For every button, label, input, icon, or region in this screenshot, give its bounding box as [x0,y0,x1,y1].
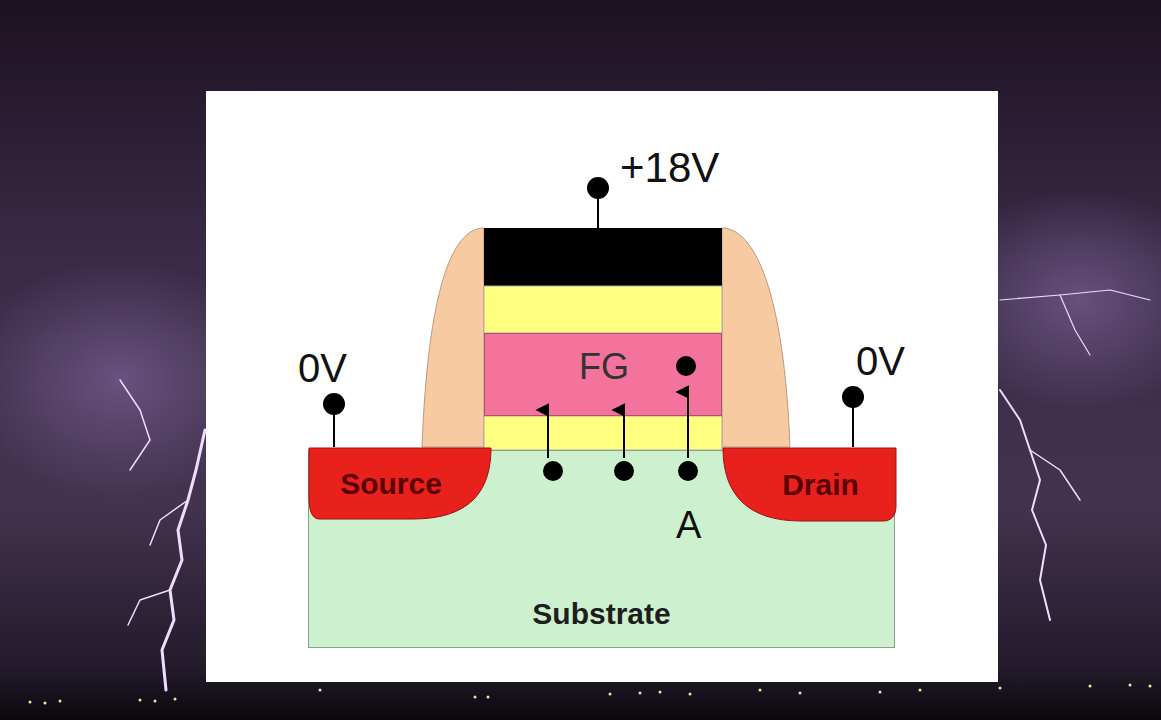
interpoly-oxide [484,286,722,333]
region-label: Drain [782,470,859,500]
region-label: Substrate [532,599,670,629]
gate-spacer [722,228,790,447]
drain-region-shape [723,448,896,521]
drain-region: Drain [723,448,896,521]
tunneling-arrow [547,410,549,458]
source-terminal [323,393,345,415]
trapped-electron [676,356,696,376]
source-terminal-wire [333,412,335,447]
lightning-branch [120,380,150,470]
lightning-branch [128,590,170,625]
lightning-branch [1000,290,1150,300]
tunneling-arrow [687,392,689,458]
drain-terminal [842,386,864,408]
source-region-shape [309,448,491,519]
voltage-label: 0V [856,341,905,381]
electron [678,461,698,481]
gate-terminal-wire [597,198,599,228]
source-region: Source [309,448,491,519]
electron [614,461,634,481]
electron [543,461,563,481]
tunneling-arrow [623,410,625,458]
lightning-branch [1030,450,1080,500]
white-panel [206,91,998,682]
lightning-bolt [162,430,205,690]
gate-spacer [422,228,484,447]
voltage-label: 0V [298,348,347,388]
point-label: A [676,506,701,544]
region-label: FG [579,349,629,385]
substrate-region: Substrate Source Drain [308,450,895,648]
lightning-bolt [1000,390,1050,620]
voltage-label: +18V [620,147,719,189]
city-lights [29,684,1152,705]
tunnel-oxide [484,416,722,450]
lightning-branch [150,500,188,545]
gate-terminal [587,177,609,199]
region-label: Source [340,469,442,499]
lightning-branch [1060,295,1090,355]
drain-terminal-wire [852,405,854,447]
control-gate [484,228,722,286]
